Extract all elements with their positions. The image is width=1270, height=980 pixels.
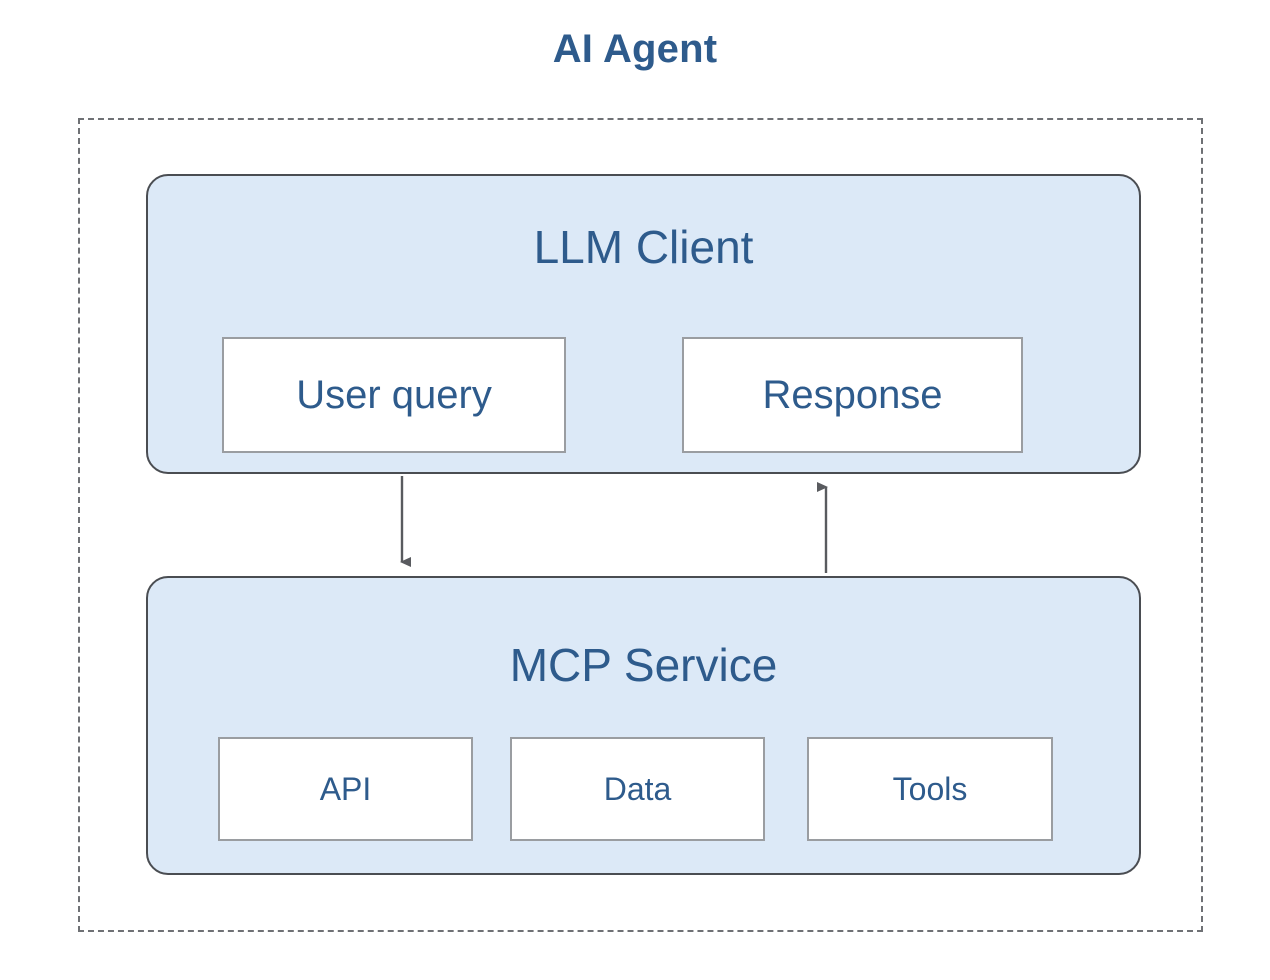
subbox-tools[interactable]: Tools bbox=[807, 737, 1053, 841]
block-mcp-service[interactable]: MCP Service API Data Tools bbox=[146, 576, 1141, 875]
subbox-user-query[interactable]: User query bbox=[222, 337, 566, 453]
subbox-data[interactable]: Data bbox=[510, 737, 765, 841]
subbox-api[interactable]: API bbox=[218, 737, 473, 841]
ai-agent-boundary bbox=[78, 118, 1203, 932]
block-llm-client[interactable]: LLM Client User query Response bbox=[146, 174, 1141, 474]
block-mcp-service-title: MCP Service bbox=[509, 639, 778, 691]
subbox-data-label: Data bbox=[603, 770, 672, 807]
subbox-response-label: Response bbox=[762, 373, 943, 417]
subbox-response[interactable]: Response bbox=[682, 337, 1023, 453]
page-title: AI Agent bbox=[552, 27, 718, 71]
subbox-user-query-label: User query bbox=[296, 373, 492, 417]
subbox-tools-label: Tools bbox=[892, 770, 968, 807]
block-llm-client-title: LLM Client bbox=[533, 221, 754, 273]
subbox-api-label: API bbox=[319, 770, 372, 807]
